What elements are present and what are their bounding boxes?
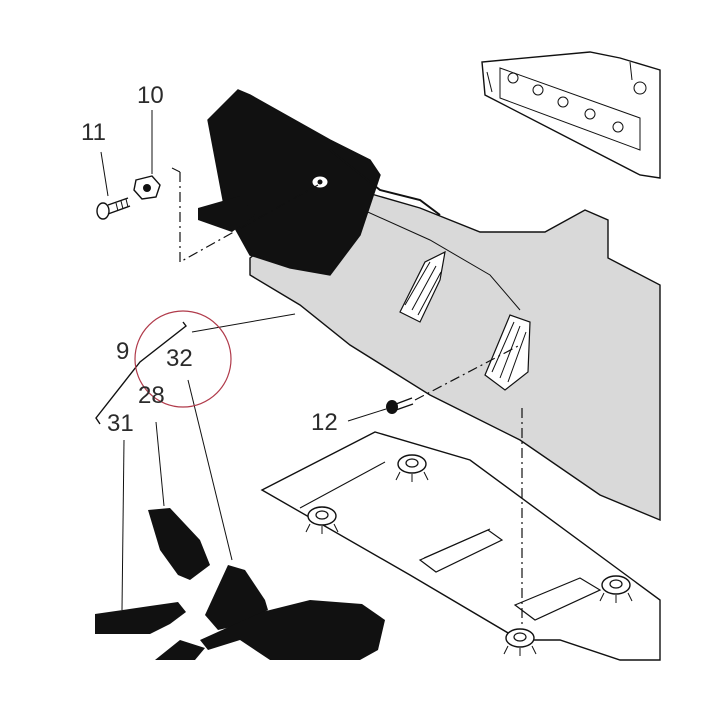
callout-32: 32 bbox=[166, 345, 193, 372]
black-side-cover bbox=[198, 89, 441, 276]
callout-11: 11 bbox=[81, 119, 106, 146]
callout-9: 9 bbox=[116, 338, 129, 365]
leader-lines bbox=[100, 110, 387, 611]
black-cover-part-32 bbox=[200, 565, 385, 660]
grommet bbox=[305, 506, 339, 534]
assembly-line-10 bbox=[179, 172, 319, 264]
group-bracket bbox=[95, 321, 187, 425]
highlight-circle bbox=[134, 310, 232, 408]
upper-right-bracket bbox=[481, 51, 661, 179]
grommet bbox=[503, 628, 537, 656]
screw-part-12 bbox=[386, 397, 414, 414]
black-cover-part-31 bbox=[95, 602, 205, 660]
grommet bbox=[395, 454, 429, 482]
callout-31: 31 bbox=[107, 410, 134, 437]
main-gray-panel bbox=[249, 184, 661, 522]
bolt-part-11 bbox=[96, 197, 131, 220]
grommet bbox=[599, 575, 633, 603]
bottom-skid-plate bbox=[260, 431, 661, 661]
nut-part-10 bbox=[133, 175, 161, 200]
callout-10: 10 bbox=[137, 82, 164, 109]
black-cover-part-28 bbox=[148, 508, 210, 580]
callout-12: 12 bbox=[311, 409, 338, 436]
callout-28: 28 bbox=[138, 382, 165, 409]
